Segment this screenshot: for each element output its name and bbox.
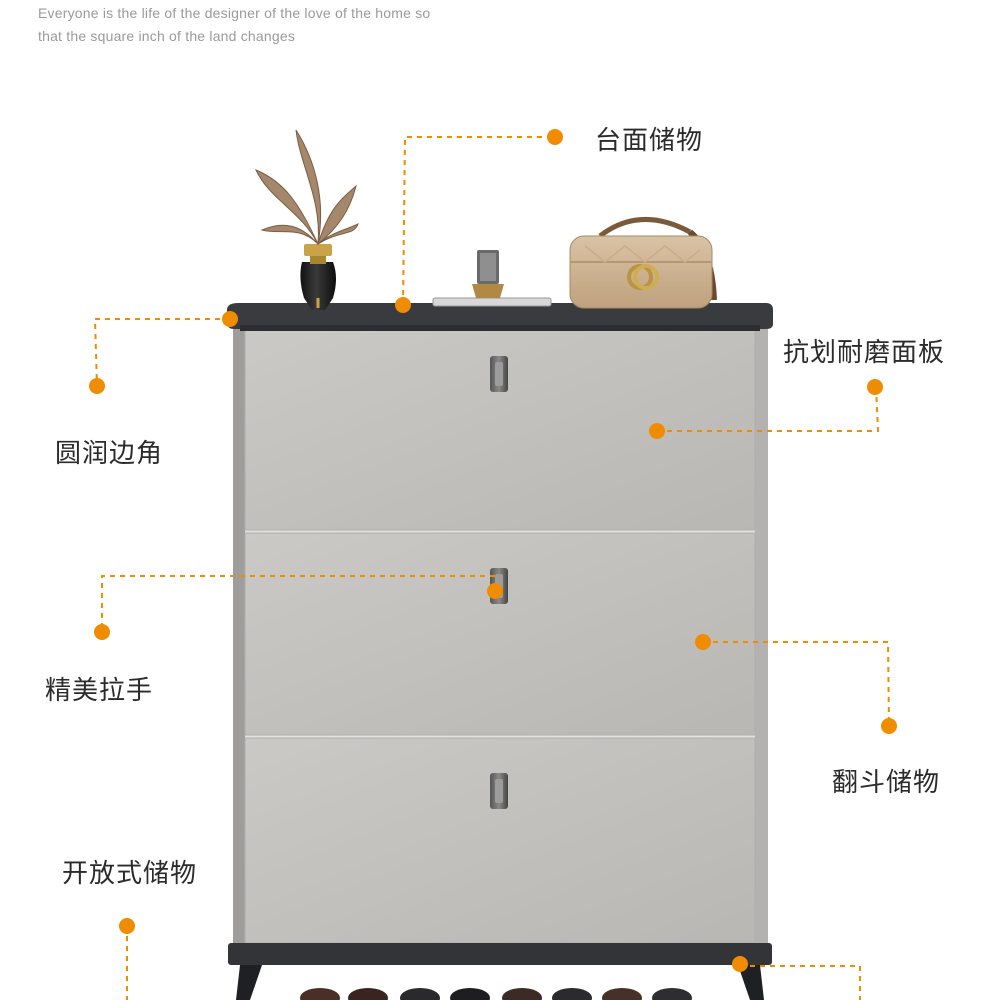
cabinet-base <box>228 943 772 965</box>
callout-lines <box>93 136 890 1000</box>
decor-handbag <box>569 216 717 309</box>
label-exquisite-handle: 精美拉手 <box>45 676 154 706</box>
label-flip-storage: 翻斗储物 <box>832 768 941 798</box>
dot-marker-icon <box>89 129 897 972</box>
cabinet <box>227 303 773 1000</box>
cabinet-leg-left <box>236 965 262 1000</box>
decor-candle-holder <box>432 250 552 307</box>
shoe-row <box>300 988 692 1000</box>
label-countertop-storage: 台面储物 <box>595 126 704 156</box>
tagline-line-2: that the square inch of the land changes <box>38 28 296 44</box>
decor-vase <box>255 129 359 310</box>
drawer-panel-bottom <box>244 737 756 944</box>
drawer-handle-icon <box>490 773 508 809</box>
countertop <box>227 303 773 329</box>
label-scratch-resistant-panel: 抗划耐磨面板 <box>783 338 946 368</box>
drawer-panel-middle <box>244 532 756 736</box>
label-rounded-corners: 圆润边角 <box>55 439 164 469</box>
cabinet-leg-right <box>738 965 764 1000</box>
drawer-handle-icon <box>490 356 508 392</box>
tagline-line-1: Everyone is the life of the designer of … <box>38 5 431 21</box>
label-open-storage: 开放式储物 <box>62 859 198 889</box>
